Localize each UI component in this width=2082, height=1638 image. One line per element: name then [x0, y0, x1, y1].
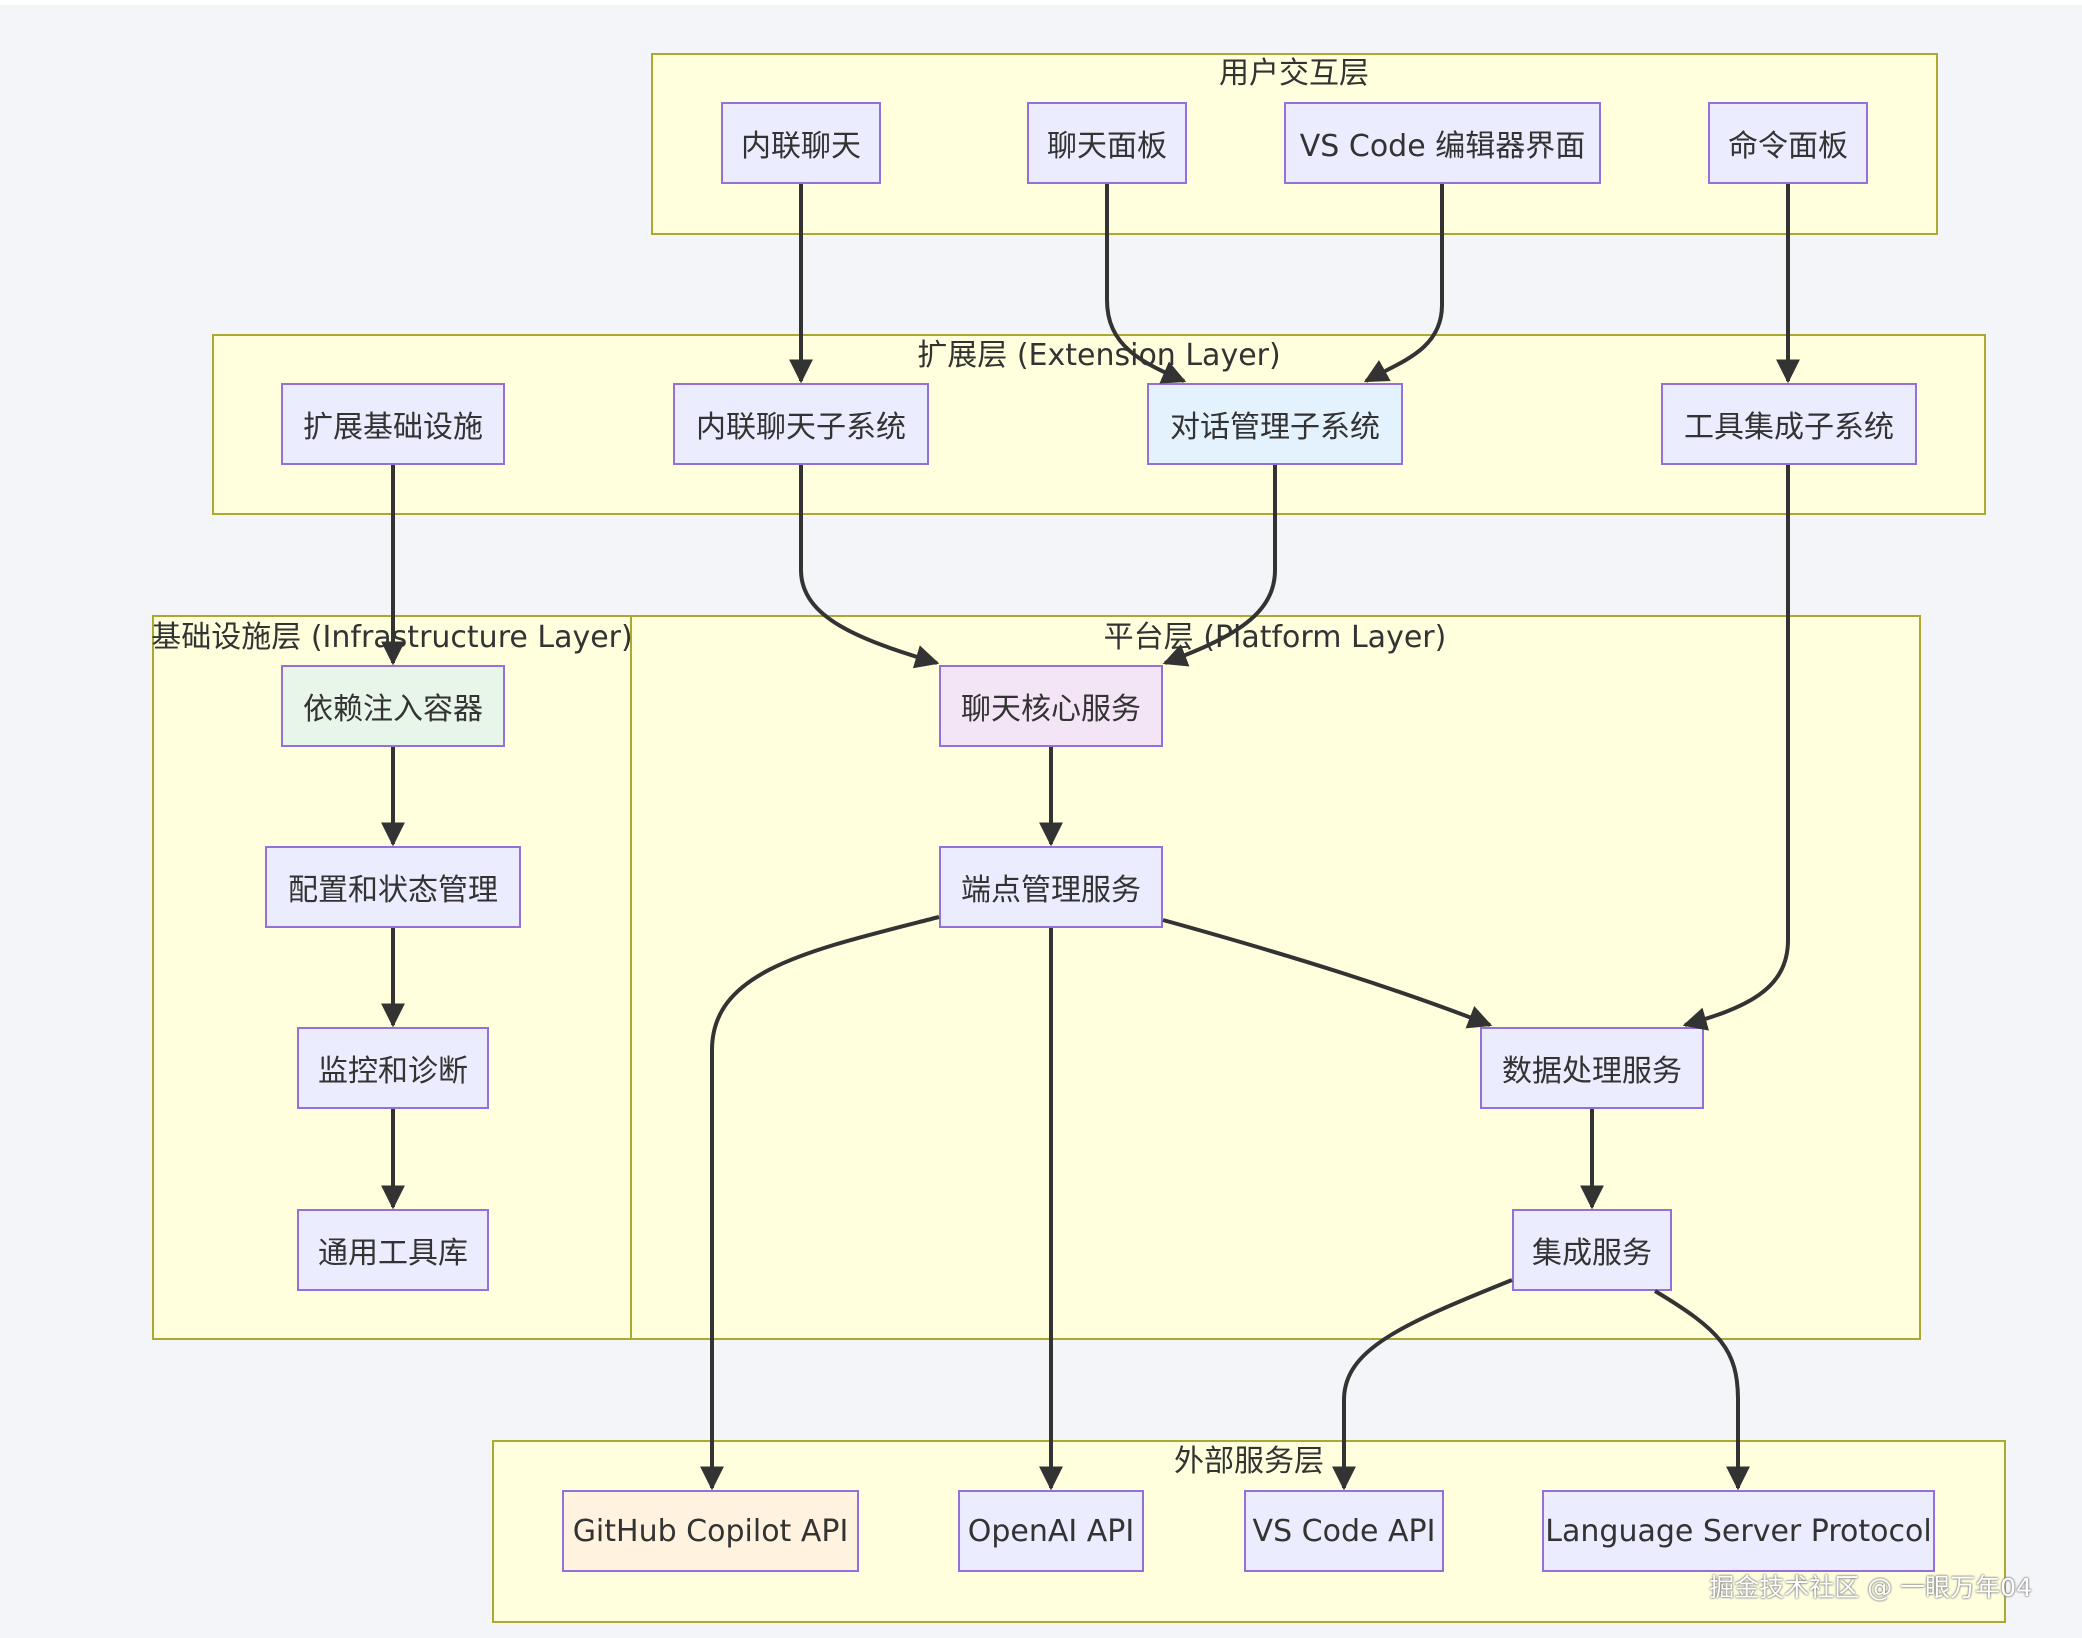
node-chat-panel[interactable]: 聊天面板 [1027, 102, 1187, 184]
group-label-user-layer: 用户交互层 [1219, 56, 1369, 91]
node-command-palette[interactable]: 命令面板 [1708, 102, 1868, 184]
node-chat-core-service[interactable]: 聊天核心服务 [939, 665, 1163, 747]
node-di-container[interactable]: 依赖注入容器 [281, 665, 505, 747]
watermark: 掘金技术社区 @ 一眼万年04 [1709, 1573, 2032, 1602]
node-vscode-api[interactable]: VS Code API [1244, 1490, 1444, 1572]
group-label-external-layer: 外部服务层 [1174, 1444, 1324, 1479]
node-inline-chat-subsystem[interactable]: 内联聊天子系统 [673, 383, 929, 465]
node-extension-infrastructure[interactable]: 扩展基础设施 [281, 383, 505, 465]
group-label-platform-layer: 平台层 (Platform Layer) [1103, 620, 1447, 655]
node-inline-chat[interactable]: 内联聊天 [721, 102, 881, 184]
node-conversation-subsystem[interactable]: 对话管理子系统 [1147, 383, 1403, 465]
node-openai-api[interactable]: OpenAI API [958, 1490, 1144, 1572]
node-integration-service[interactable]: 集成服务 [1512, 1209, 1672, 1291]
group-label-extension-layer: 扩展层 (Extension Layer) [917, 338, 1281, 373]
node-endpoint-management-service[interactable]: 端点管理服务 [939, 846, 1163, 928]
node-github-copilot-api[interactable]: GitHub Copilot API [562, 1490, 859, 1572]
node-monitoring-diagnostics[interactable]: 监控和诊断 [297, 1027, 489, 1109]
node-language-server-protocol[interactable]: Language Server Protocol [1542, 1490, 1935, 1572]
node-config-state-management[interactable]: 配置和状态管理 [265, 846, 521, 928]
group-label-infrastructure-layer: 基础设施层 (Infrastructure Layer) [151, 620, 633, 655]
node-common-utils[interactable]: 通用工具库 [297, 1209, 489, 1291]
node-vscode-editor-ui[interactable]: VS Code 编辑器界面 [1284, 102, 1601, 184]
node-data-processing-service[interactable]: 数据处理服务 [1480, 1027, 1704, 1109]
node-tool-integration-subsystem[interactable]: 工具集成子系统 [1661, 383, 1917, 465]
group-platform-layer [630, 615, 1921, 1340]
